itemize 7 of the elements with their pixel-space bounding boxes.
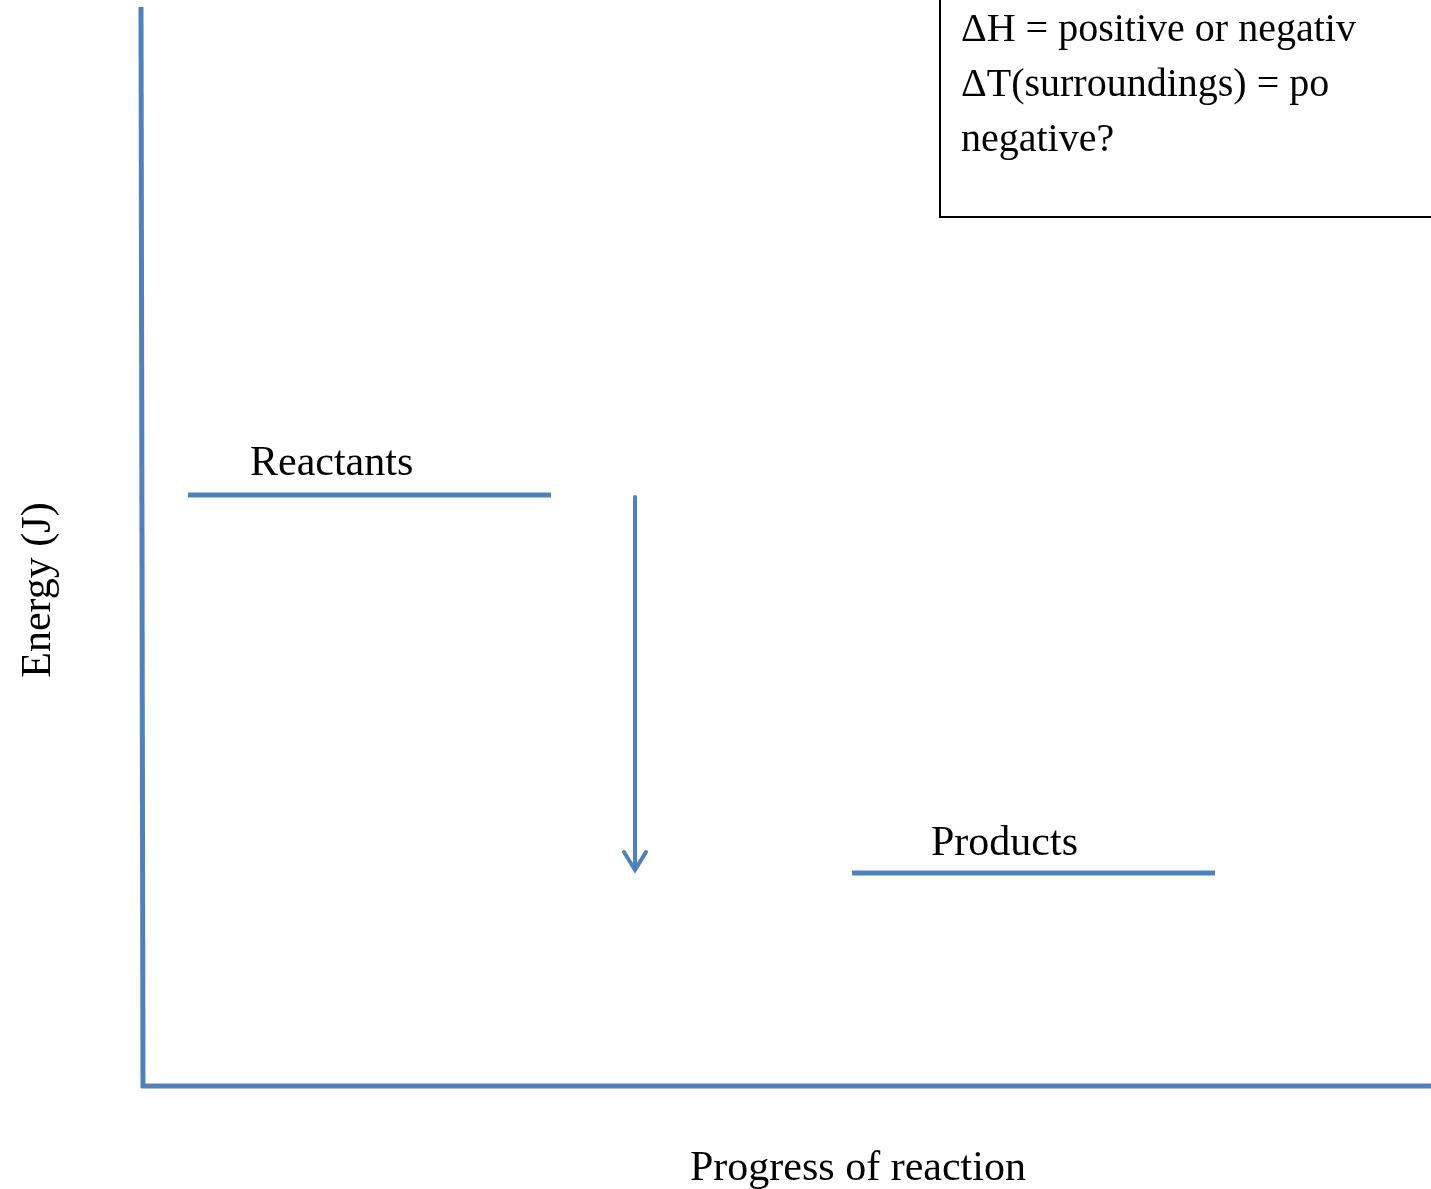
axis-title: Energy (J): [14, 502, 57, 678]
level-label: Products: [931, 820, 1078, 862]
note-box: [939, 0, 1431, 218]
note-text: ΔT(surroundings) = po negative?: [961, 59, 1331, 162]
axis-title: Progress of reaction: [690, 1145, 1026, 1187]
level-label: Reactants: [250, 440, 414, 482]
note-text: ΔH = positive or negativ: [961, 4, 1357, 52]
